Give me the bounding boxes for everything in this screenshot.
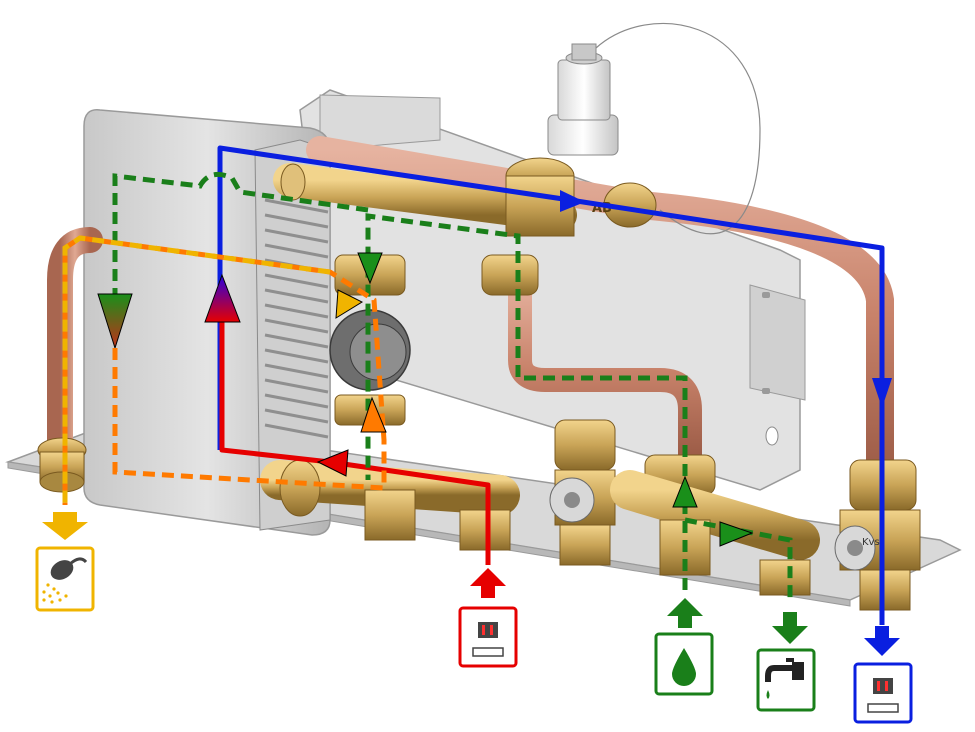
water-drop-icon <box>654 632 714 696</box>
lower-fittings: Kvs <box>260 419 921 611</box>
heating-supply-flow <box>204 273 491 565</box>
heating-return-icon <box>853 662 913 724</box>
faucet-icon <box>756 648 816 712</box>
heating-supply-icon <box>458 606 518 668</box>
heating-return-flow <box>217 145 892 625</box>
brass-union-middle <box>481 254 539 296</box>
cold-water-flow <box>97 171 793 600</box>
shower-icon <box>35 546 95 612</box>
valve-kvs-label: Kvs <box>862 537 880 548</box>
hot-water-flow <box>62 235 387 505</box>
outlet-arrows <box>42 512 900 656</box>
